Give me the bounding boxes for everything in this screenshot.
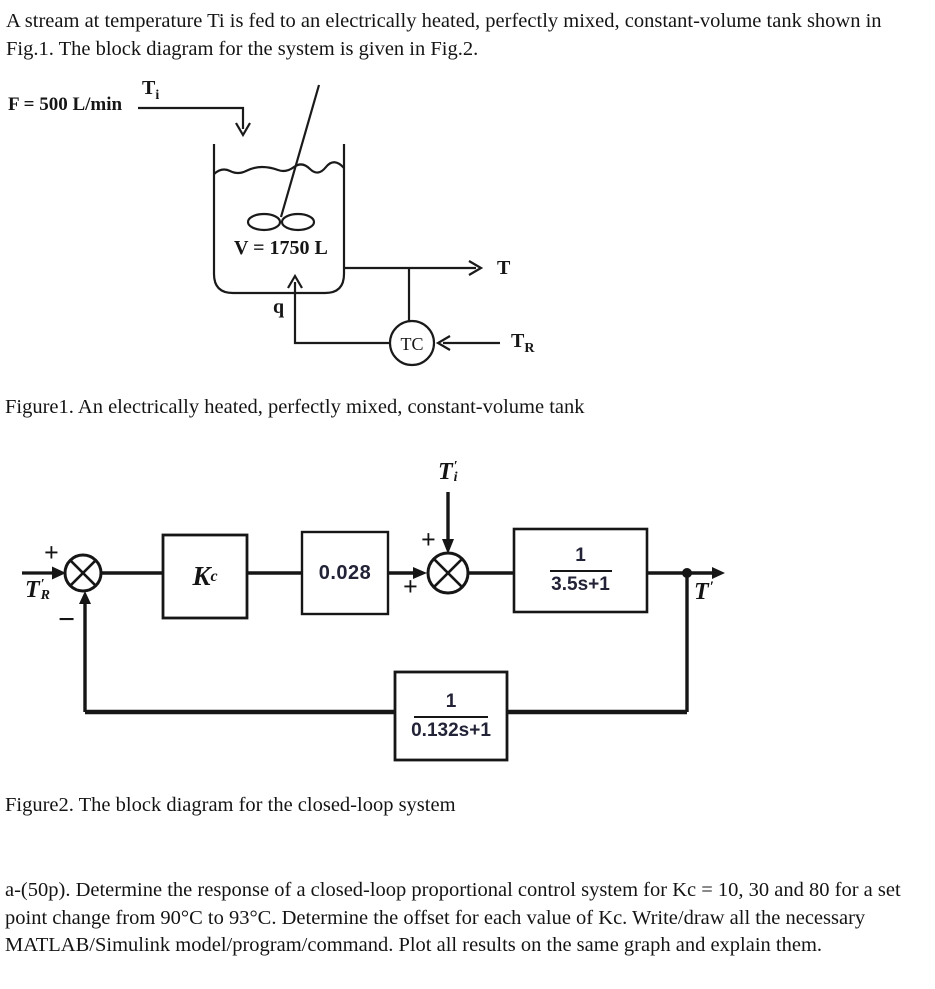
input-arrowhead — [52, 566, 66, 580]
disturbance-signal-label: T′i — [438, 460, 458, 485]
disturbance-signal-base: T — [438, 459, 453, 485]
setpoint-arrowhead — [435, 335, 451, 351]
process-denominator: 3.5s+1 — [551, 574, 610, 595]
process-block: 1 3.5s+1 — [514, 529, 647, 612]
output-signal-prime: ′ — [709, 579, 714, 595]
disturbance-signal-prime: ′ — [453, 459, 458, 474]
sum1-cross — [69, 559, 97, 587]
tank-outline — [212, 144, 346, 295]
inlet-temp-base: T — [142, 77, 156, 99]
setpoint-signal-prime: ′ — [40, 577, 45, 592]
gain-block: 0.028 — [318, 561, 372, 584]
sum2-plus-top-sign: + — [421, 525, 436, 554]
sum1-minus-sign: − — [58, 603, 76, 636]
flow-rate-label: F = 500 L/min — [8, 94, 123, 115]
setpoint-signal-label: T′R — [25, 578, 50, 603]
inlet-temp-sub: i — [155, 88, 160, 103]
water-surface-line — [213, 161, 345, 175]
tank-volume-label: V = 1750 L — [234, 237, 328, 259]
tc-controller-label: TC — [400, 334, 424, 354]
setpoint-temp-label: TR — [511, 330, 534, 356]
stirrer-blade-right — [280, 212, 316, 232]
feedback-fraction-bar — [414, 715, 488, 718]
feedback-block: 1 0.132s+1 — [395, 672, 507, 760]
heater-arrowhead — [287, 273, 303, 289]
outlet-temp-label: T — [497, 257, 511, 279]
stirrer-shaft — [279, 84, 321, 218]
figure1-caption: Figure1. An electrically heated, perfect… — [5, 396, 585, 418]
gain-block-rect — [300, 530, 390, 616]
feedback-numerator: 1 — [445, 690, 457, 712]
sum2-cross — [432, 557, 464, 589]
figure2-diagram — [22, 492, 725, 762]
sum2-in-arrowhead — [413, 567, 427, 579]
process-fraction-bar — [549, 570, 612, 572]
intro-paragraph: A stream at temperature Ti is fed to an … — [6, 10, 882, 60]
process-numerator: 1 — [575, 545, 586, 567]
setpoint-signal-sub: R — [40, 588, 51, 603]
output-arrowhead — [712, 567, 725, 579]
output-signal-label: T′ — [694, 579, 714, 605]
feedback-denominator: 0.132s+1 — [411, 719, 491, 741]
controller-gain-base: K — [192, 561, 211, 591]
setpoint-signal-base: T — [25, 577, 40, 603]
disturbance-arrowhead — [442, 539, 454, 554]
disturbance-signal-sub: i — [453, 470, 458, 485]
feedback-arrowhead — [79, 591, 91, 604]
heater-line — [293, 282, 390, 345]
stirrer-blade-left — [246, 212, 282, 232]
inlet-arrowhead — [235, 122, 251, 138]
inlet-line — [138, 106, 245, 129]
figure1-diagram — [138, 84, 500, 367]
figure2-caption: Figure2. The block diagram for the close… — [5, 794, 456, 816]
setpoint-temp-sub: R — [524, 341, 535, 356]
output-signal-base: T — [694, 579, 709, 605]
question-paragraph: a-(50p). Determine the response of a clo… — [5, 879, 901, 956]
setpoint-temp-base: T — [511, 330, 525, 352]
sum2-plus-left-sign: + — [403, 572, 418, 601]
outlet-arrowhead — [468, 260, 484, 276]
kc-block-rect — [161, 533, 249, 620]
inlet-temp-label: Ti — [142, 77, 159, 103]
sum1-plus-sign: + — [44, 538, 59, 567]
heat-input-label: q — [273, 296, 285, 318]
